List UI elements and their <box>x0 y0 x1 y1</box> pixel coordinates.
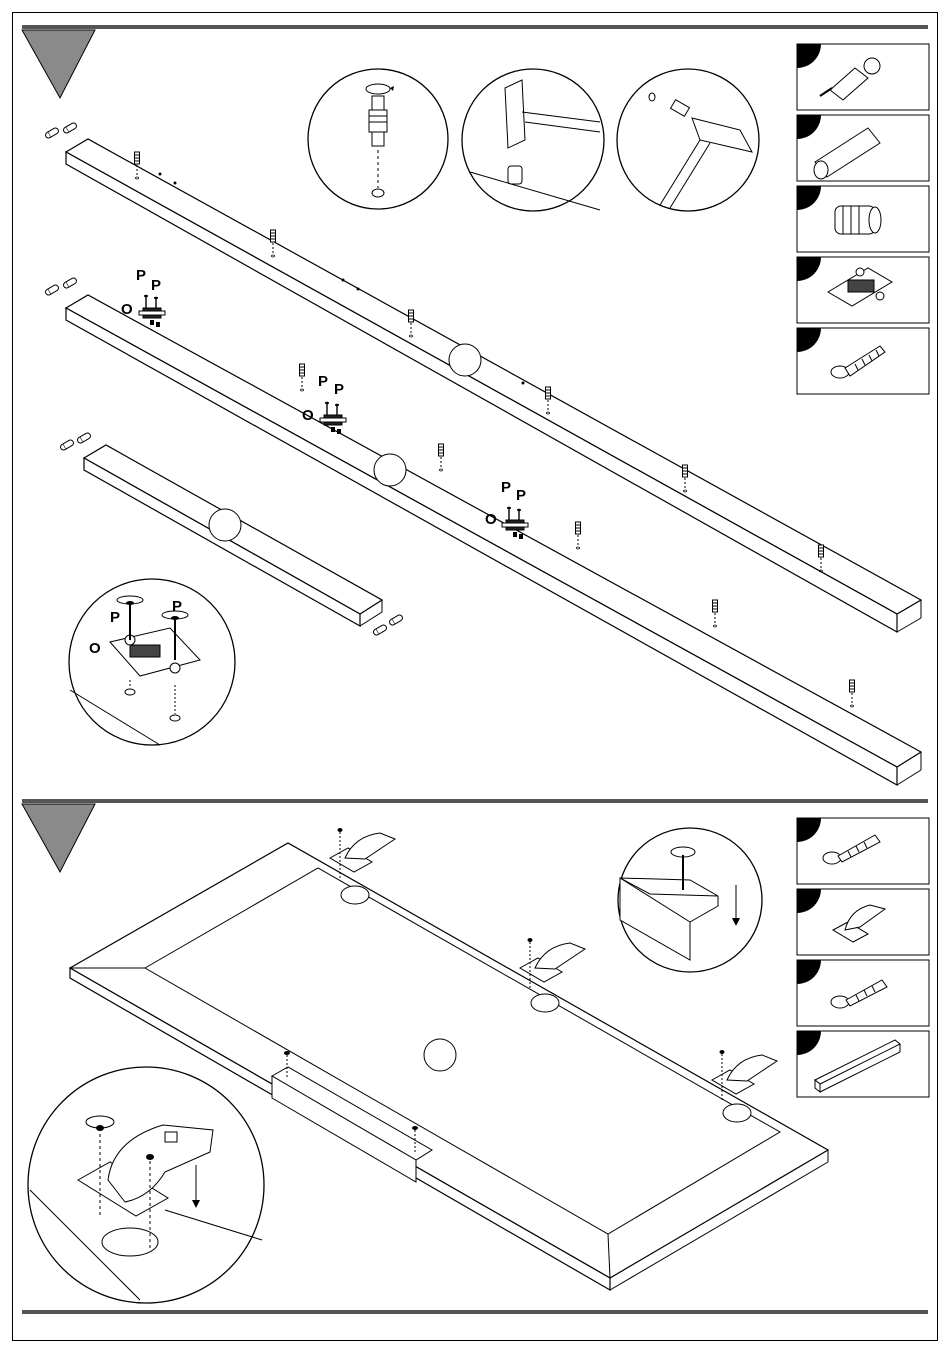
fitting-label-p: P <box>501 479 511 496</box>
dowel-icon <box>59 439 74 451</box>
fitting-label-o: O <box>302 407 314 424</box>
cam-bolt-icon <box>439 444 444 471</box>
fitting-label-p: P <box>151 277 161 294</box>
dowel-icon <box>372 624 387 636</box>
parts-list-step1 <box>797 44 929 394</box>
detail-label-p: P <box>172 598 182 615</box>
detail-hinge-cup <box>28 1067 264 1303</box>
threaded-insert-icon <box>835 206 881 234</box>
detail-angle-profile <box>618 828 762 972</box>
door-panel-hole <box>424 1039 456 1071</box>
detail-label-o: O <box>89 640 101 657</box>
fitting-label-p: P <box>334 381 344 398</box>
step2-section <box>22 801 929 1312</box>
dowel-icon <box>62 122 77 134</box>
detail-label-p: P <box>110 609 120 626</box>
part-box-screw-2 <box>797 960 929 1026</box>
detail-hinge-plate: P P O <box>69 579 235 745</box>
dowel-icon <box>388 614 403 626</box>
cam-bolt-icon <box>300 364 305 391</box>
part-box-screw <box>797 818 929 884</box>
part-box-screw <box>797 328 929 394</box>
dowel-icon <box>44 284 59 296</box>
dowel-icon <box>44 127 59 139</box>
hinge-3 <box>712 1050 777 1102</box>
cam-bolt-icon <box>576 522 581 549</box>
fitting-label-p: P <box>136 267 146 284</box>
part-box-hinge-plate <box>797 257 929 323</box>
board-1-hole <box>449 344 481 376</box>
board-3-hole <box>209 509 241 541</box>
fitting-label-o: O <box>485 511 497 528</box>
part-box-threaded-insert <box>797 186 929 252</box>
parts-list-step2 <box>797 818 929 1097</box>
part-box-hinge <box>797 889 929 955</box>
cam-bolt-icon <box>850 680 855 707</box>
detail-hammer-insert <box>617 69 759 211</box>
step2-marker-icon <box>22 804 95 872</box>
fitting-label-o: O <box>121 301 133 318</box>
board-2-hole <box>374 454 406 486</box>
step1-section: P P O P P O P P O <box>22 27 929 785</box>
hinge-2 <box>520 938 585 990</box>
part-box-angle-profile <box>797 1031 929 1097</box>
cam-bolt-icon <box>713 600 718 627</box>
fitting-label-p: P <box>318 373 328 390</box>
dowel-icon <box>76 432 91 444</box>
hinge-1 <box>330 828 395 880</box>
part-box-cam-dowel <box>797 44 929 110</box>
detail-hammer-dowel <box>462 69 604 211</box>
detail-cam-insert <box>308 69 448 209</box>
part-box-wooden-dowel <box>797 115 929 181</box>
step1-marker-icon <box>22 30 95 98</box>
hinge-plate-icon <box>139 295 165 327</box>
dowel-icon <box>62 277 77 289</box>
fitting-label-p: P <box>516 487 526 504</box>
